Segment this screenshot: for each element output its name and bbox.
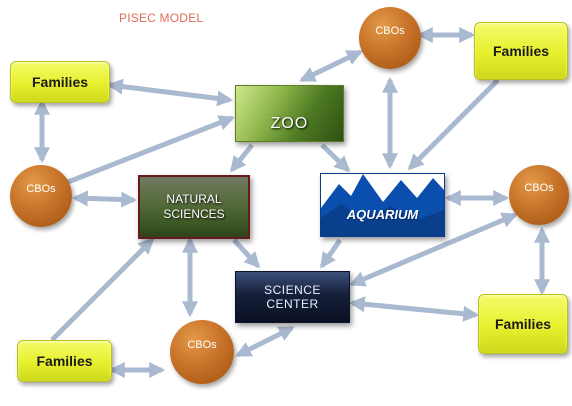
natural-sciences-box: NATURAL SCIENCES bbox=[138, 175, 250, 239]
aquarium-label: AQUARIUM bbox=[346, 206, 419, 222]
arrow-natural-science bbox=[232, 238, 261, 269]
cbos-label: CBOs bbox=[187, 339, 217, 351]
arrow-cbos-science-right bbox=[349, 212, 518, 287]
arrow-cbos-science bbox=[235, 325, 295, 358]
cbos-label: CBOs bbox=[375, 25, 405, 37]
arrow-families-natural bbox=[50, 237, 155, 342]
science-center-line-2: CENTER bbox=[266, 297, 319, 311]
cbos-circle-top: CBOs bbox=[359, 7, 421, 69]
families-box-bottom-right: Families bbox=[478, 294, 568, 354]
cbos-circle-left: CBOs bbox=[10, 165, 72, 227]
natural-sciences-line-1: NATURAL bbox=[166, 192, 222, 206]
arrow-zoo-cbos-top bbox=[299, 49, 363, 83]
diagram-title: PISEC MODEL bbox=[119, 11, 204, 25]
arrow-cbos-zoo bbox=[67, 115, 235, 185]
families-box-top-left: Families bbox=[10, 61, 110, 103]
arrow-families-aquarium bbox=[407, 78, 500, 171]
arrow-zoo-aquarium bbox=[320, 143, 351, 173]
cbos-circle-bottom: CBOs bbox=[170, 320, 234, 384]
families-box-top-right: Families bbox=[474, 22, 568, 80]
natural-sciences-label: NATURAL SCIENCES bbox=[163, 192, 224, 222]
cbos-label: CBOs bbox=[26, 183, 56, 195]
aquarium-box: AQUARIUM bbox=[320, 173, 445, 237]
cbos-circle-right: CBOs bbox=[509, 165, 569, 225]
zoo-box: ZOO bbox=[235, 85, 344, 142]
arrow-families-zoo bbox=[106, 78, 234, 107]
science-center-box: SCIENCE CENTER bbox=[235, 271, 350, 323]
science-center-label: SCIENCE CENTER bbox=[264, 283, 321, 311]
natural-sciences-line-2: SCIENCES bbox=[163, 207, 225, 221]
aquarium-logo-shape bbox=[321, 174, 444, 236]
arrow-cbos-natural bbox=[71, 190, 138, 208]
arrow-zoo-natural bbox=[230, 143, 254, 173]
zoo-label: ZOO bbox=[270, 114, 309, 132]
arrow-families-science bbox=[348, 296, 480, 322]
arrow-aquarium-science bbox=[319, 238, 343, 269]
science-center-line-1: SCIENCE bbox=[264, 283, 321, 297]
cbos-label: CBOs bbox=[524, 182, 554, 194]
families-box-bottom-left: Families bbox=[17, 340, 112, 382]
